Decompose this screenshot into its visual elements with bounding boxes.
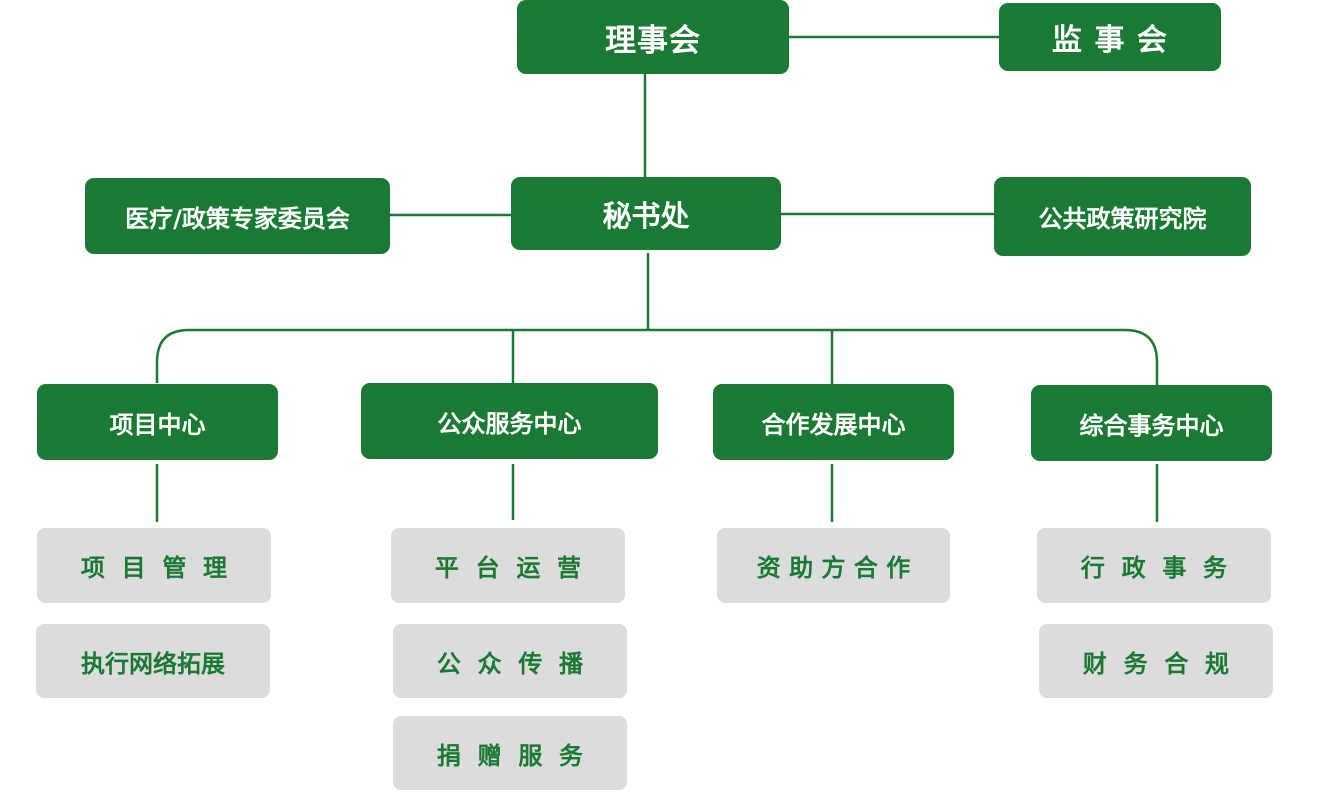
secretariat-node: 秘书处 xyxy=(511,177,781,250)
public-service-center-node: 公众服务中心 xyxy=(361,383,658,459)
cooperation-center-node: 合作发展中心 xyxy=(713,384,954,460)
administration-item: 行 政 事 务 xyxy=(1037,528,1271,603)
board-node: 理事会 xyxy=(517,0,789,74)
policy-institute-node: 公共政策研究院 xyxy=(994,177,1251,256)
execution-network-item: 执行网络拓展 xyxy=(36,624,270,698)
donation-service-item: 捐 赠 服 务 xyxy=(393,716,627,790)
general-affairs-center-node: 综合事务中心 xyxy=(1031,385,1272,461)
funder-cooperation-item: 资 助 方 合 作 xyxy=(717,528,950,603)
supervisors-node: 监 事 会 xyxy=(999,3,1221,71)
expert-committee-node: 医疗/政策专家委员会 xyxy=(85,178,390,254)
centers-bus-connector xyxy=(155,328,1159,385)
project-management-item: 项 目 管 理 xyxy=(37,528,271,603)
platform-operation-item: 平 台 运 营 xyxy=(391,528,625,603)
project-center-node: 项目中心 xyxy=(37,384,278,460)
public-communication-item: 公 众 传 播 xyxy=(393,624,627,698)
finance-compliance-item: 财 务 合 规 xyxy=(1039,624,1273,698)
